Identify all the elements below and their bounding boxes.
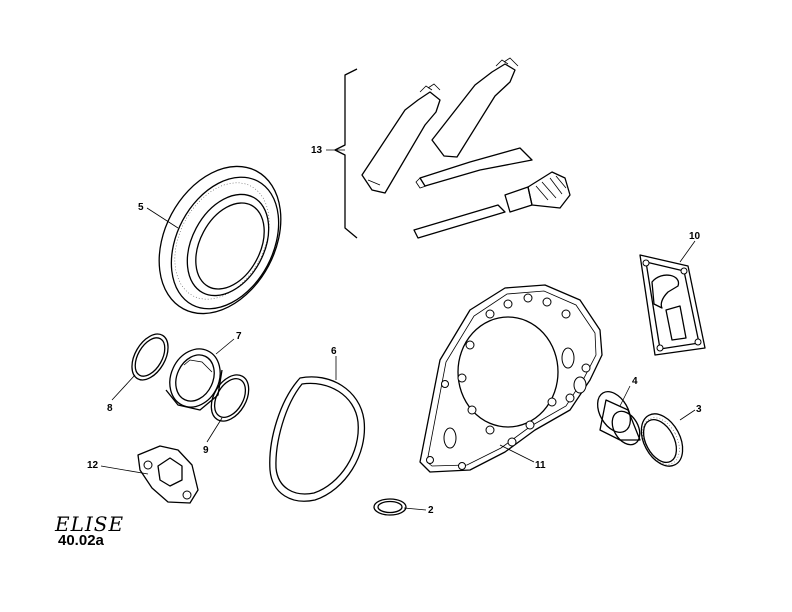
part-3-oil-seal <box>640 413 684 467</box>
part-7-bush <box>165 348 223 411</box>
part-12-small-gasket <box>137 445 199 504</box>
plate-code: 40.02a <box>58 532 104 549</box>
part-9-o-ring <box>210 374 250 422</box>
callout-labels: 2 3 4 5 6 7 8 9 10 11 12 13 <box>87 145 702 516</box>
callout-9: 9 <box>203 445 209 456</box>
callout-5: 5 <box>138 202 144 213</box>
leader-lines <box>100 149 696 511</box>
callout-12: 12 <box>87 460 99 471</box>
callout-8: 8 <box>107 403 113 414</box>
part-8-o-ring <box>131 333 169 381</box>
part-5-seal-carrier <box>158 165 282 315</box>
callout-4: 4 <box>632 376 638 387</box>
callout-11: 11 <box>535 460 546 471</box>
callout-2: 2 <box>428 505 434 516</box>
part-10-gasket-plate <box>639 254 706 356</box>
callout-6: 6 <box>331 346 337 357</box>
part-13-sealant-kit <box>334 57 571 239</box>
part-2-o-ring-small <box>373 498 407 516</box>
callout-7: 7 <box>236 331 242 342</box>
part-6-d-gasket <box>269 376 366 502</box>
callout-10: 10 <box>689 231 701 242</box>
part-4-sleeve <box>596 391 641 446</box>
callout-13: 13 <box>311 145 323 156</box>
elise-logo: ELISE <box>55 512 125 536</box>
callout-3: 3 <box>696 404 702 415</box>
part-11-large-gasket <box>419 284 603 473</box>
